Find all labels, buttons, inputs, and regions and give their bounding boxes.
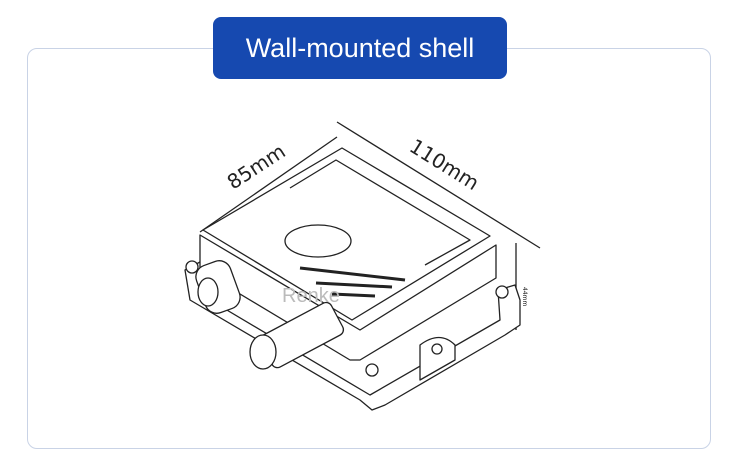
vent-slot: [331, 292, 376, 298]
screw-icon: [365, 363, 379, 377]
screw-icon: [495, 285, 509, 299]
sensor-window: [284, 224, 352, 258]
mounting-hole: [431, 343, 443, 355]
cable-gland-opening: [197, 277, 219, 307]
title: Wall-mounted shell: [245, 32, 475, 63]
height-label: 44mm: [521, 287, 528, 306]
mounting-ear: [419, 336, 456, 381]
screw-icon: [185, 260, 199, 274]
watermark: Renke: [282, 285, 340, 307]
title-badge: Wall-mounted shell: [213, 17, 507, 79]
base-flange: [184, 261, 521, 411]
vent-slot: [299, 266, 406, 282]
length-label: 110mm: [405, 134, 483, 195]
length-dimension-line: [336, 121, 541, 249]
width-dimension-line: [199, 136, 338, 233]
probe-cap: [249, 334, 277, 370]
lid-panel: [289, 159, 471, 266]
vent-slot: [315, 281, 393, 289]
